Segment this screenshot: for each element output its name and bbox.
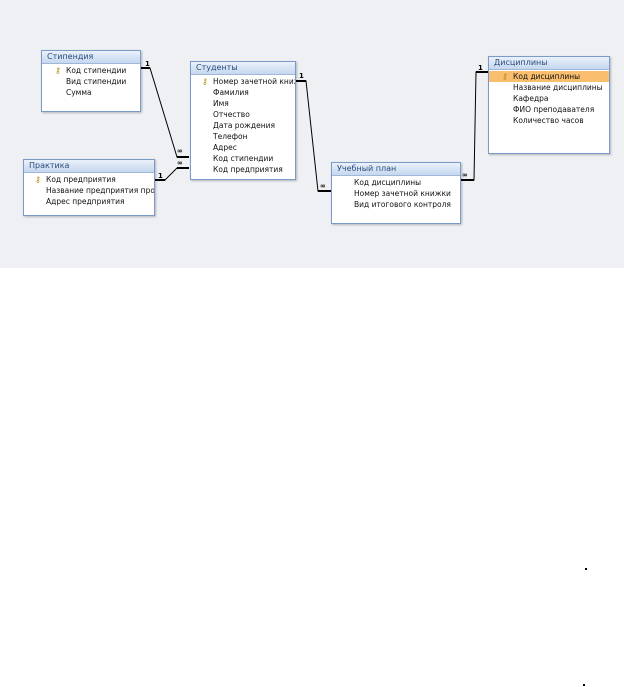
table-uchebny-plan[interactable]: Учебный план Код дисциплины Номер зачетн… bbox=[331, 162, 461, 224]
cardinality-one-label: 1 bbox=[145, 60, 150, 68]
field-row[interactable]: Название предприятия прох bbox=[24, 185, 154, 196]
field-row[interactable]: ⚷ Код предприятия bbox=[24, 174, 154, 185]
field-name: Фамилия bbox=[213, 88, 249, 97]
table-distsipliny[interactable]: Дисциплины ⚷ Код дисциплины Название дис… bbox=[488, 56, 610, 154]
field-name: Код стипендии bbox=[66, 66, 127, 75]
field-row[interactable]: Адрес предприятия bbox=[24, 196, 154, 207]
field-row[interactable]: Кафедра bbox=[489, 93, 609, 104]
field-row[interactable]: Имя bbox=[191, 98, 295, 109]
field-row[interactable]: Сумма bbox=[42, 87, 140, 98]
cardinality-one-label: 1 bbox=[478, 64, 483, 72]
cardinality-many-label: ∞ bbox=[462, 171, 468, 179]
field-name: Код предприятия bbox=[213, 165, 283, 174]
field-name: Номер зачетной книж bbox=[213, 77, 296, 86]
field-name: Телефон bbox=[213, 132, 248, 141]
field-row[interactable]: Номер зачетной книжки bbox=[332, 188, 460, 199]
field-row[interactable]: Код предприятия bbox=[191, 164, 295, 175]
field-name: Сумма bbox=[66, 88, 92, 97]
field-row[interactable]: Отчество bbox=[191, 109, 295, 120]
table-title[interactable]: Учебный план bbox=[332, 163, 460, 176]
field-row[interactable]: Код дисциплины bbox=[332, 177, 460, 188]
relation-studenty-plan bbox=[295, 80, 331, 192]
key-icon: ⚷ bbox=[202, 77, 208, 86]
field-row[interactable]: Код стипендии bbox=[191, 153, 295, 164]
cardinality-many-label: ∞ bbox=[177, 159, 183, 167]
field-name: Вид стипендии bbox=[66, 77, 127, 86]
table-stipendiya[interactable]: Стипендия ⚷ Код стипендии Вид стипендии … bbox=[41, 50, 141, 112]
table-title[interactable]: Практика bbox=[24, 160, 154, 173]
field-name: Количество часов bbox=[513, 116, 584, 125]
field-name: Кафедра bbox=[513, 94, 549, 103]
key-icon: ⚷ bbox=[502, 72, 508, 81]
stray-dot bbox=[585, 568, 587, 570]
field-name: Адрес bbox=[213, 143, 237, 152]
field-row[interactable]: ⚷ Номер зачетной книж bbox=[191, 76, 295, 87]
table-studenty[interactable]: Студенты ⚷ Номер зачетной книж Фамилия И… bbox=[190, 61, 296, 180]
relationship-diagram: 1 ∞ 1 ∞ 1 ∞ 1 ∞ Стипендия ⚷ Код стипенди… bbox=[0, 0, 624, 268]
table-title[interactable]: Дисциплины bbox=[489, 57, 609, 70]
field-row[interactable]: Вид итогового контроля bbox=[332, 199, 460, 210]
key-icon: ⚷ bbox=[55, 66, 61, 75]
field-name: Номер зачетной книжки bbox=[354, 189, 451, 198]
relation-distsipliny-plan bbox=[460, 71, 488, 181]
field-row[interactable]: ⚷ Код стипендии bbox=[42, 65, 140, 76]
cardinality-one-label: 1 bbox=[158, 172, 163, 180]
table-praktika[interactable]: Практика ⚷ Код предприятия Название пред… bbox=[23, 159, 155, 216]
field-name: Название дисциплины bbox=[513, 83, 603, 92]
field-name: Код стипендии bbox=[213, 154, 274, 163]
table-title[interactable]: Стипендия bbox=[42, 51, 140, 64]
key-icon: ⚷ bbox=[35, 175, 41, 184]
field-name: Адрес предприятия bbox=[46, 197, 125, 206]
field-name: Отчество bbox=[213, 110, 250, 119]
field-row[interactable]: Дата рождения bbox=[191, 120, 295, 131]
field-name: Имя bbox=[213, 99, 229, 108]
field-row[interactable]: Адрес bbox=[191, 142, 295, 153]
field-name: Код предприятия bbox=[46, 175, 116, 184]
field-row[interactable]: Фамилия bbox=[191, 87, 295, 98]
field-name: Дата рождения bbox=[213, 121, 275, 130]
field-row[interactable]: Телефон bbox=[191, 131, 295, 142]
field-row[interactable]: ФИО преподавателя bbox=[489, 104, 609, 115]
field-name: Название предприятия прох bbox=[46, 186, 155, 195]
cardinality-one-label: 1 bbox=[299, 72, 304, 80]
field-name: Код дисциплины bbox=[354, 178, 422, 187]
field-name: ФИО преподавателя bbox=[513, 105, 595, 114]
field-row[interactable]: Количество часов bbox=[489, 115, 609, 126]
cardinality-many-label: ∞ bbox=[320, 182, 326, 190]
relation-stipendiya-studenty bbox=[140, 67, 189, 158]
cardinality-many-label: ∞ bbox=[177, 147, 183, 155]
stray-dot bbox=[583, 684, 585, 686]
relationship-lines bbox=[140, 67, 488, 192]
field-name: Код дисциплины bbox=[513, 72, 581, 81]
field-row-selected[interactable]: ⚷ Код дисциплины bbox=[489, 71, 609, 82]
field-row[interactable]: Название дисциплины bbox=[489, 82, 609, 93]
field-name: Вид итогового контроля bbox=[354, 200, 451, 209]
field-row[interactable]: Вид стипендии bbox=[42, 76, 140, 87]
table-title[interactable]: Студенты bbox=[191, 62, 295, 75]
